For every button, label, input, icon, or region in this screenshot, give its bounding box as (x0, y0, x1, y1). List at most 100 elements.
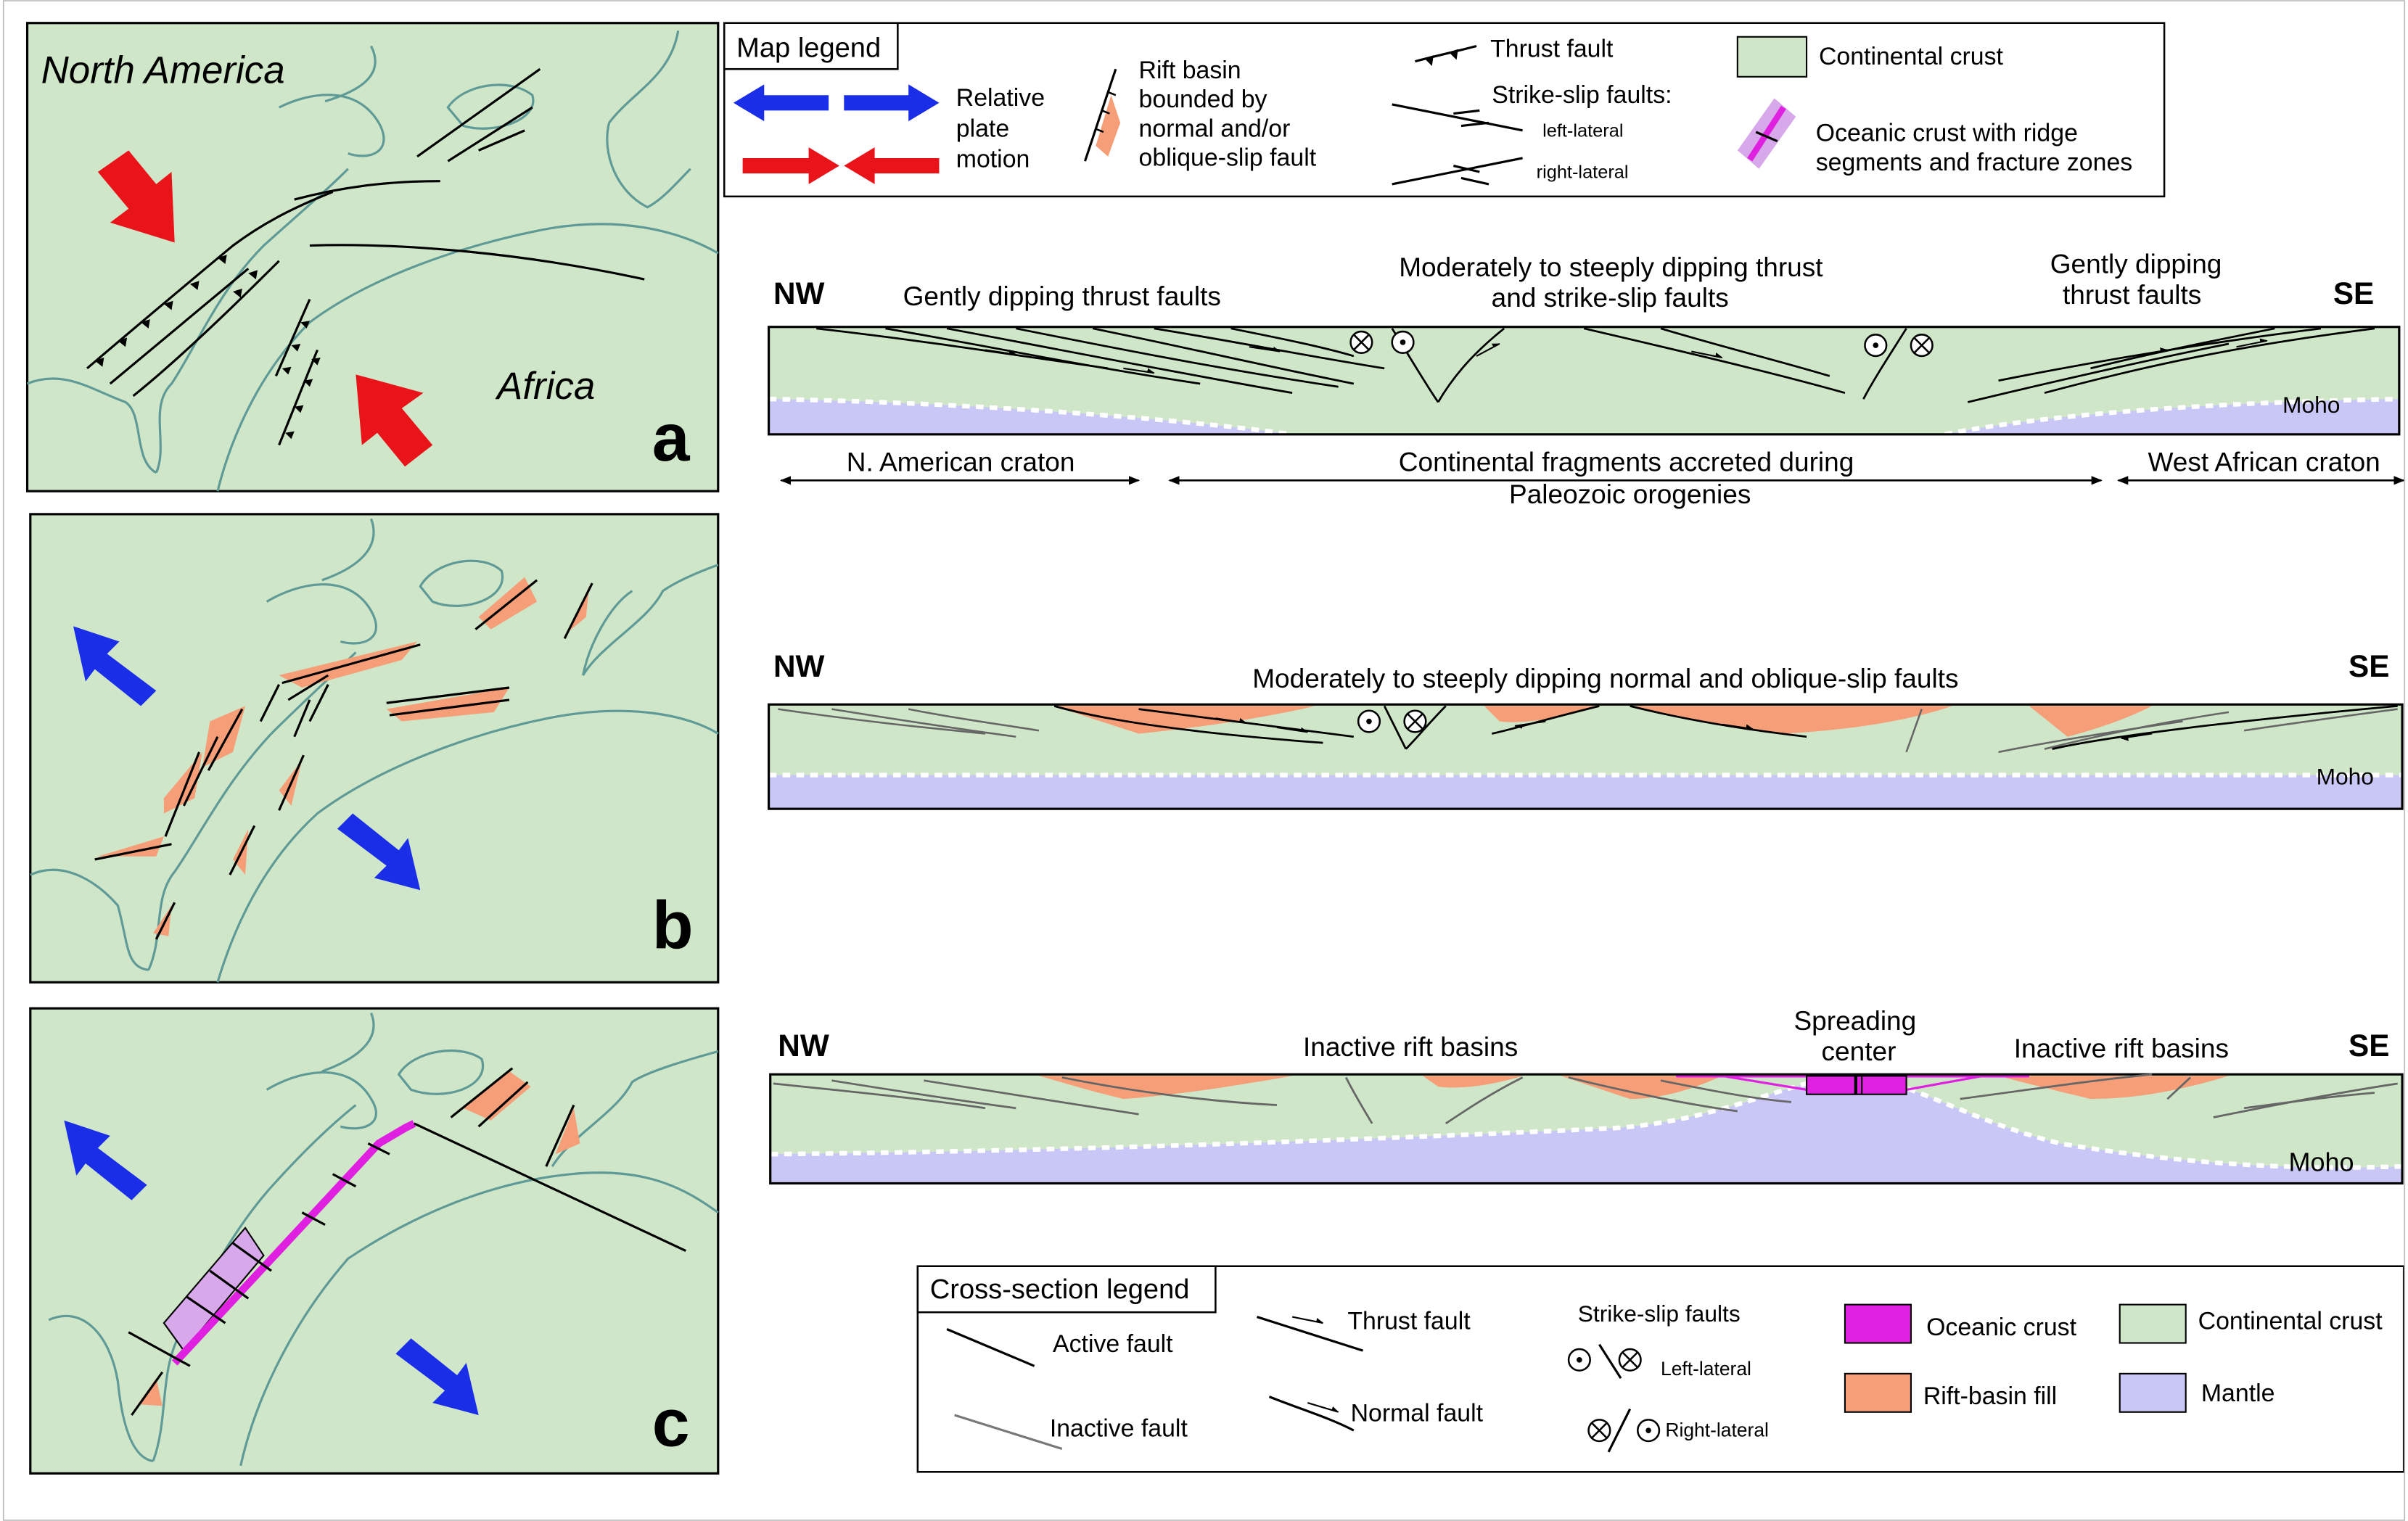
inactive-fault-legend-label: Inactive fault (1050, 1415, 1188, 1443)
right-lateral-legend-icon (1392, 157, 1523, 186)
rift-basin-fill (1054, 706, 2153, 737)
coastlines (30, 518, 719, 983)
map-panel-a: North America Africa a (25, 22, 720, 492)
blue-arrow-icon (395, 1338, 479, 1415)
map-legend-frame (723, 22, 2166, 198)
section-a-nw: NW (773, 276, 825, 310)
section-c-se: SE (2349, 1029, 2389, 1063)
rift-basin-legend-icon (1084, 68, 1121, 162)
spreading-ridge (171, 1120, 416, 1366)
thrust-fault-xsec-label: Thrust fault (1347, 1307, 1471, 1335)
section-b-se: SE (2349, 649, 2389, 683)
left-lateral-xsec-icon (1567, 1343, 1642, 1380)
continental-crust-xsec-label: Continental crust (2198, 1307, 2383, 1335)
continental-crust-legend-label: Continental crust (1819, 43, 2004, 70)
inactive-faults (773, 1073, 2398, 1125)
active-fault-legend-icon (946, 1328, 1035, 1367)
strike-slip-xsec-title: Strike-slip faults (1578, 1301, 1741, 1327)
fracture-zones (128, 1122, 687, 1367)
rift-basin-legend-label: Rift basin bounded by normal and/or obli… (1139, 57, 1317, 172)
thrust-fault-xsec-icon (1257, 1316, 1363, 1352)
left-lateral-legend-label: left-lateral (1542, 120, 1623, 141)
mantle-layer (768, 775, 2403, 809)
map-b-rift-basins (94, 577, 593, 940)
active-fault-legend-label: Active fault (1053, 1330, 1173, 1358)
map-c-rift-basins (131, 1067, 580, 1416)
cross-section-a: NW SE Gently dipping thrust faults Moder… (768, 249, 2405, 509)
section-a-label-mid: Moderately to steeply dipping thrust and… (1399, 252, 1830, 313)
section-frame (768, 703, 2404, 810)
coastlines (26, 30, 719, 492)
section-b-nw: NW (773, 649, 825, 683)
map-panel-b: b (29, 513, 720, 984)
strike-slip-symbols (1357, 709, 1427, 733)
accreted-fragments-label: Continental fragments accreted during Pa… (1399, 447, 1862, 509)
section-frame (769, 1073, 2404, 1185)
map-a-faults (86, 67, 645, 446)
thrust-fault-legend-label: Thrust fault (1490, 35, 1614, 62)
oceanic-crust-legend-label: Oceanic crust with ridge segments and fr… (1816, 120, 2132, 176)
xsec-legend-title-box (916, 1265, 1217, 1314)
active-faults (1053, 705, 2398, 750)
panel-letter-b: b (652, 888, 694, 963)
strike-slip-symbols (1349, 330, 1934, 358)
mantle-layer (770, 1074, 2403, 1184)
section-a-se: SE (2333, 276, 2374, 310)
ridge-and-transform (128, 1120, 687, 1367)
continent-label-north-america: North America (41, 49, 285, 91)
red-arrow-icon (356, 374, 433, 467)
craton-label-left: N. American craton (847, 447, 1075, 477)
oceanic-crust-legend-icon (1737, 98, 1796, 169)
left-lateral-xsec-label: Left-lateral (1661, 1358, 1751, 1380)
section-a-label-right: Gently dipping thrust faults (2050, 249, 2230, 310)
blue-arrow-icon (64, 1120, 147, 1200)
cross-section-legend: Cross-section legend Active fault Inacti… (916, 1265, 2405, 1473)
blue-arrow-icon (337, 813, 421, 891)
spreading-center-crust (1676, 1074, 2029, 1095)
section-a-moho-label: Moho (2282, 392, 2340, 418)
panel-letter-c: c (652, 1385, 690, 1460)
mantle-layer (1944, 399, 2399, 434)
map-panel-c: c (29, 1007, 720, 1475)
left-lateral-legend-icon (1392, 103, 1523, 132)
continental-crust-xsec-swatch (2119, 1303, 2187, 1344)
section-a-label-left: Gently dipping thrust faults (903, 281, 1221, 311)
section-b-label: Moderately to steeply dipping normal and… (1252, 663, 1958, 693)
right-lateral-xsec-icon (1587, 1408, 1661, 1453)
craton-label-right: West African craton (2148, 447, 2380, 477)
right-lateral-xsec-label: Right-lateral (1665, 1419, 1769, 1441)
plate-motion-arrows (73, 626, 421, 891)
red-arrow-icon (97, 150, 175, 243)
rift-basin-fill (1039, 1076, 2229, 1100)
inactive-faults (778, 708, 2398, 754)
section-c-moho-label: Moho (2288, 1147, 2354, 1177)
normal-fault-xsec-icon (1268, 1396, 1355, 1432)
plate-motion-arrows (97, 150, 433, 467)
rift-fill-xsec-swatch (1844, 1372, 1912, 1413)
strike-slip-legend-title: Strike-slip faults: (1492, 81, 1672, 109)
oceanic-crust-xsec-label: Oceanic crust (1926, 1314, 2076, 1341)
map-legend-title-box (723, 22, 899, 70)
thrust-fault-legend-icon (1415, 44, 1477, 66)
map-legend: Map legend Relative plate motion Rift ba… (723, 22, 2166, 198)
blue-arrow-icon (73, 626, 157, 706)
plate-motion-legend-icon (733, 84, 940, 184)
section-c-label-right: Inactive rift basins (2014, 1033, 2229, 1063)
continental-crust-legend-swatch (1736, 36, 1808, 78)
continent-label-africa: Africa (495, 365, 595, 408)
xsec-legend-title: Cross-section legend (930, 1274, 1190, 1305)
rift-fill-xsec-label: Rift-basin fill (1923, 1382, 2057, 1410)
section-b-moho-label: Moho (2317, 763, 2374, 789)
section-c-spreading-center: Spreading center (1793, 1005, 1923, 1066)
moho-line (770, 1072, 2403, 1170)
panel-letter-a: a (652, 400, 691, 475)
normal-fault-xsec-label: Normal fault (1351, 1399, 1484, 1427)
plate-motion-arrows (64, 1120, 479, 1415)
map-legend-title: Map legend (736, 33, 881, 63)
right-lateral-legend-label: right-lateral (1537, 162, 1629, 182)
mantle-xsec-swatch (2119, 1372, 2187, 1413)
normal-fault-half-arrows (1215, 717, 2153, 741)
moho-line (1944, 396, 2399, 437)
